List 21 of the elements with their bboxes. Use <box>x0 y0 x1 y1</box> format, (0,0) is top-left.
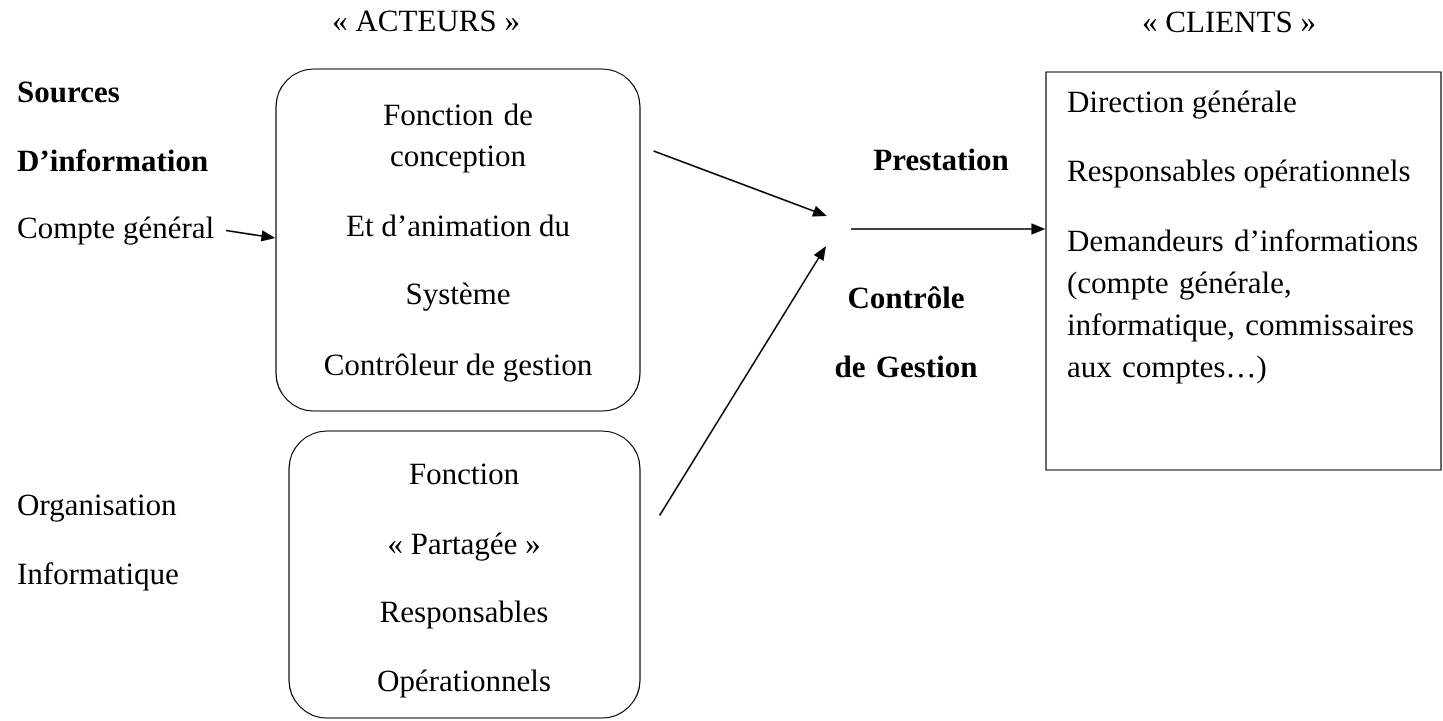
client-box <box>1045 71 1442 471</box>
box-text: Direction générale <box>1067 90 1296 119</box>
box-text: Système <box>407 282 510 311</box>
box-text: Contrôleur de gestion <box>324 353 592 382</box>
box-text: Opérationnels <box>378 669 550 698</box>
node-text: Compte général <box>18 216 214 245</box>
box-text: Responsables <box>380 600 548 629</box>
rounded-box <box>288 430 641 719</box>
box-text: Fonction <box>409 463 519 485</box>
label-text: Organisation Informatique <box>18 494 178 591</box>
box-text: Fonction de conception <box>384 103 532 173</box>
box-text: Et d’animation du <box>347 214 570 237</box>
box-text: « Partagée » <box>389 532 539 561</box>
label-text: « ACTEURS » <box>333 10 519 32</box>
label-text: Prestation <box>873 148 1009 171</box>
box-text: Demandeurs d’informations (compte générale, informatique, commissaires aux comptes…) <box>1067 229 1418 384</box>
rounded-box <box>275 68 641 412</box>
box-text: Responsables opérationnels <box>1067 159 1410 188</box>
label-text: Contrôle de Gestion <box>835 286 977 378</box>
label-text: « CLIENTS » <box>1143 11 1315 33</box>
label-text: Sources D’information <box>17 81 208 172</box>
